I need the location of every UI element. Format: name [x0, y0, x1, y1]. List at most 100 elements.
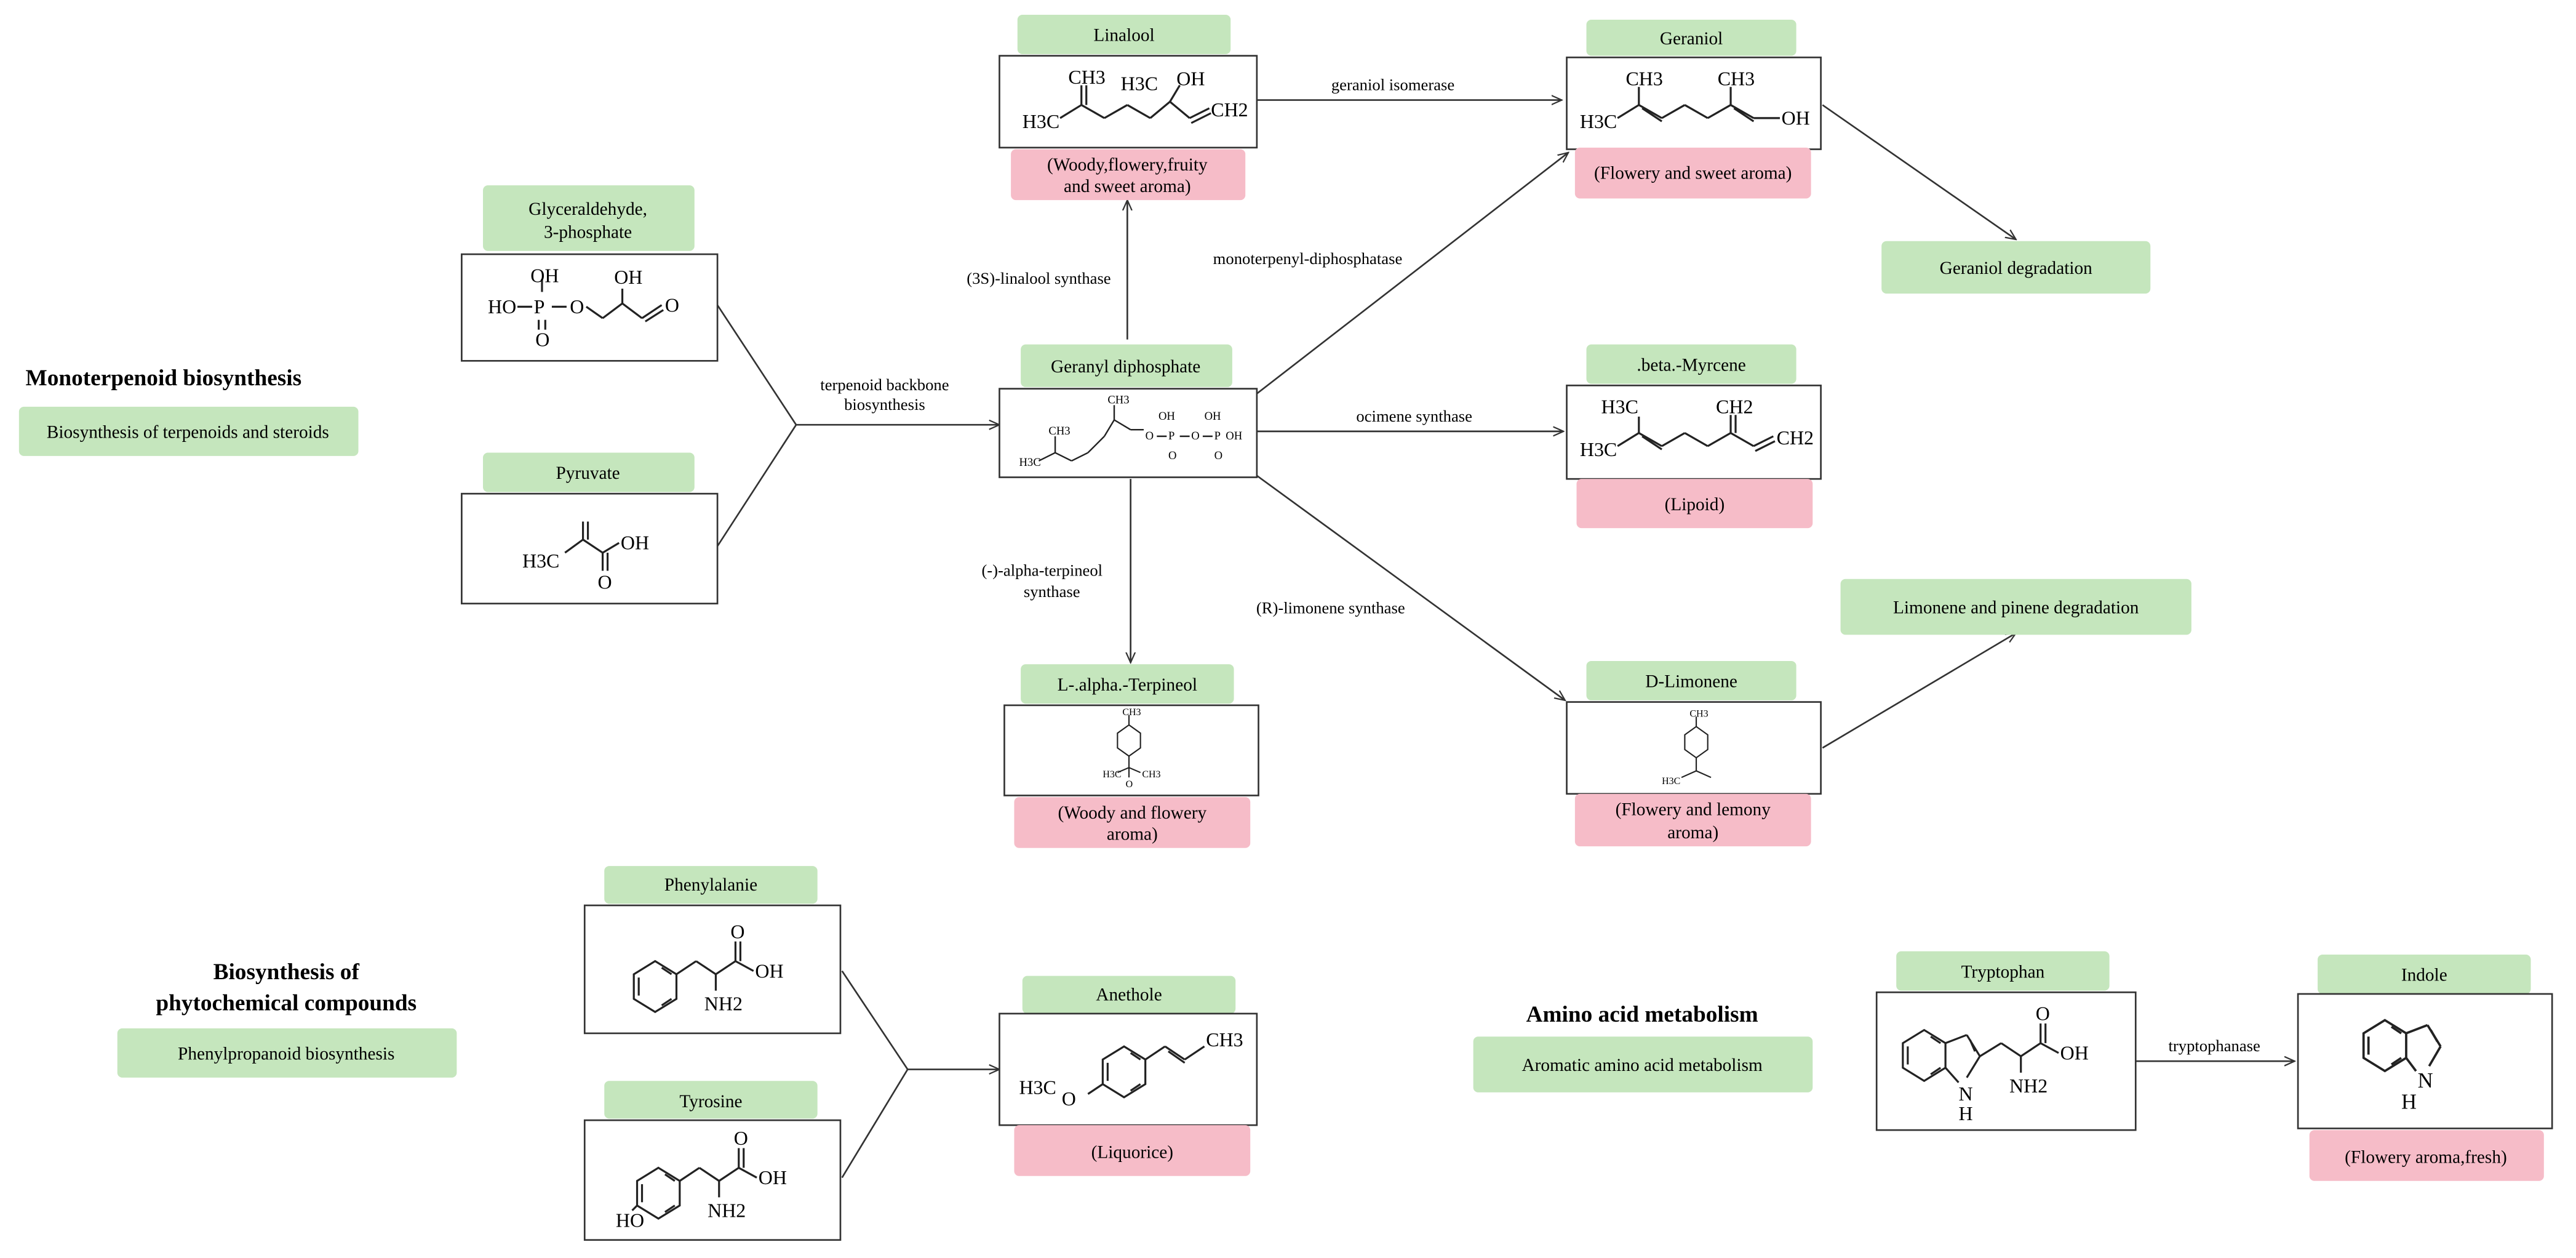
enzyme-ocimene-synthase: ocimene synthase	[1356, 407, 1472, 425]
atoms-phenylalanine: O OH NH2	[704, 921, 784, 1014]
name-glyceraldehyde-line1: Glyceraldehyde,	[528, 199, 647, 219]
name-gpp: Geranyl diphosphate	[1051, 357, 1200, 377]
svg-text:O: O	[2036, 1003, 2050, 1025]
aroma-box-limonene	[1574, 793, 1811, 847]
line-tyrosine-merge	[841, 1068, 909, 1179]
svg-text:HO: HO	[616, 1209, 644, 1231]
svg-text:H3C: H3C	[1580, 111, 1617, 132]
name-box-anethole	[1022, 976, 1236, 1014]
pathway-box-phenylpropanoid[interactable]	[117, 1028, 457, 1078]
svg-text:CH3: CH3	[1206, 1029, 1243, 1051]
svg-text:CH3: CH3	[1718, 68, 1755, 90]
structure-linalool	[1059, 84, 1211, 124]
svg-text:OH: OH	[2060, 1043, 2089, 1064]
compound-indole[interactable]: Indole N H (Flowery aroma,fresh)	[2297, 954, 2553, 1181]
name-box-gpp	[1021, 344, 1232, 387]
structure-geraniol	[1617, 87, 1780, 122]
svg-text:O: O	[570, 296, 584, 318]
pathway-box-limonene-degradation[interactable]	[1840, 579, 2191, 635]
enzyme-terpineol-synthase-line1: (-)-alpha-terpineol	[981, 561, 1103, 579]
compound-linalool[interactable]: Linalool CH3 H3C H3C OH CH2 (Woody,flowe…	[999, 14, 1258, 201]
compound-tyrosine[interactable]: Tyrosine HO O OH NH2	[583, 1081, 842, 1241]
structure-box-terpineol	[1003, 704, 1259, 796]
svg-text:H3C: H3C	[1601, 396, 1638, 418]
compound-glyceraldehyde[interactable]: Glyceraldehyde, 3-phosphate HO P OH O O …	[461, 185, 719, 362]
compound-limonene[interactable]: D-Limonene CH3 H3C (Flowery and lemony a…	[1566, 660, 1822, 847]
name-box-terpineol	[1021, 664, 1234, 704]
phytochemical-title-line2: phytochemical compounds	[156, 991, 417, 1016]
svg-text:O: O	[734, 1128, 748, 1149]
svg-text:H3C: H3C	[1662, 776, 1680, 787]
structure-tyrosine	[631, 1148, 757, 1220]
structure-box-geraniol	[1566, 56, 1822, 150]
svg-text:CH3: CH3	[1689, 709, 1708, 719]
name-box-limonene	[1586, 660, 1796, 700]
structure-box-anethole	[999, 1012, 1258, 1126]
atoms-tryptophan: O OH NH2 N H	[1958, 1003, 2088, 1125]
structure-box-pyruvate	[461, 492, 719, 605]
pathway-label-terpenoids: Biosynthesis of terpenoids and steroids	[47, 423, 329, 443]
structure-box-linalool	[999, 55, 1258, 149]
svg-text:N: N	[1958, 1083, 1972, 1105]
svg-text:O: O	[535, 329, 549, 350]
pathway-box-aromatic-amino[interactable]	[1473, 1036, 1813, 1092]
compound-anethole[interactable]: Anethole H3C O CH3 (Liquorice)	[999, 976, 1258, 1176]
structure-box-tyrosine	[583, 1119, 842, 1241]
structure-phenylalanine	[632, 941, 754, 1014]
compound-geraniol[interactable]: Geraniol CH3 CH3 H3C OH (Flowery and swe…	[1566, 19, 1822, 199]
structure-glyceraldehyde	[517, 279, 664, 330]
svg-text:N: N	[2418, 1069, 2433, 1092]
compound-pyruvate[interactable]: Pyruvate H3C OH O	[461, 452, 719, 605]
aroma-box-terpineol	[1014, 797, 1251, 848]
svg-text:CH3: CH3	[1122, 707, 1141, 718]
svg-text:P: P	[534, 296, 545, 318]
pathway-label-geraniol-degradation: Geraniol degradation	[1940, 258, 2092, 278]
svg-text:OH: OH	[530, 265, 559, 286]
svg-text:O: O	[1168, 449, 1176, 462]
structure-pyruvate	[564, 521, 620, 571]
name-terpineol: L-.alpha.-Terpineol	[1058, 675, 1197, 695]
svg-text:OH: OH	[755, 960, 783, 982]
structure-box-tryptophan	[1875, 991, 2137, 1131]
svg-text:O: O	[598, 572, 612, 593]
name-box-tryptophan	[1896, 951, 2110, 991]
svg-text:OH: OH	[614, 266, 642, 288]
svg-text:CH3: CH3	[1625, 68, 1662, 90]
atoms-glyceraldehyde: HO P OH O O OH O	[488, 265, 679, 350]
amino-acid-title: Amino acid metabolism	[1526, 1002, 1758, 1027]
svg-text:OH: OH	[1226, 430, 1242, 443]
atoms-indole: N H	[2401, 1069, 2433, 1114]
svg-text:O: O	[665, 294, 679, 316]
aroma-box-myrcene	[1576, 479, 1813, 529]
name-phenylalanine: Phenylalanie	[664, 875, 757, 895]
svg-text:H3C: H3C	[1019, 456, 1040, 469]
aroma-geraniol: (Flowery and sweet aroma)	[1594, 163, 1792, 183]
name-limonene: D-Limonene	[1645, 672, 1737, 692]
compound-terpineol[interactable]: L-.alpha.-Terpineol CH3 H3C CH3 O (Woody…	[1003, 664, 1259, 848]
monoterpenoid-title: Monoterpenoid biosynthesis	[26, 366, 302, 391]
pathway-label-limonene-degradation: Limonene and pinene degradation	[1893, 598, 2139, 618]
svg-text:OH: OH	[621, 532, 649, 554]
compound-geranyl-diphosphate[interactable]: Geranyl diphosphate H3C CH3 CH3 O P O P …	[999, 344, 1258, 478]
structure-box-myrcene	[1566, 384, 1822, 480]
pathway-label-aromatic-amino: Aromatic amino acid metabolism	[1521, 1056, 1763, 1075]
svg-text:NH2: NH2	[708, 1200, 746, 1221]
pathway-box-terpenoids[interactable]	[18, 406, 359, 456]
name-tryptophan: Tryptophan	[1961, 962, 2045, 982]
enzyme-terpineol-synthase-line2: synthase	[1024, 582, 1080, 601]
svg-text:CH3: CH3	[1107, 394, 1129, 407]
aroma-anethole: (Liquorice)	[1091, 1142, 1173, 1162]
enzyme-tryptophanase: tryptophanase	[2169, 1036, 2260, 1055]
aroma-box-geraniol	[1574, 147, 1811, 199]
pathway-box-geraniol-degradation[interactable]	[1881, 241, 2151, 294]
atoms-tyrosine: HO O OH NH2	[616, 1128, 787, 1231]
compound-phenylalanine[interactable]: Phenylalanie O OH NH2	[583, 866, 842, 1035]
name-box-glyceraldehyde	[483, 185, 695, 251]
enzyme-linalool-synthase: (3S)-linalool synthase	[967, 269, 1111, 287]
svg-text:OH: OH	[759, 1167, 787, 1188]
arrow-gpp-geraniol	[1256, 153, 1568, 395]
name-tyrosine: Tyrosine	[679, 1092, 742, 1112]
compound-myrcene[interactable]: .beta.-Myrcene H3C H3C CH2 CH2 (Lipoid)	[1566, 344, 1822, 529]
compound-tryptophan[interactable]: Tryptophan O OH NH2 N H	[1875, 951, 2137, 1131]
